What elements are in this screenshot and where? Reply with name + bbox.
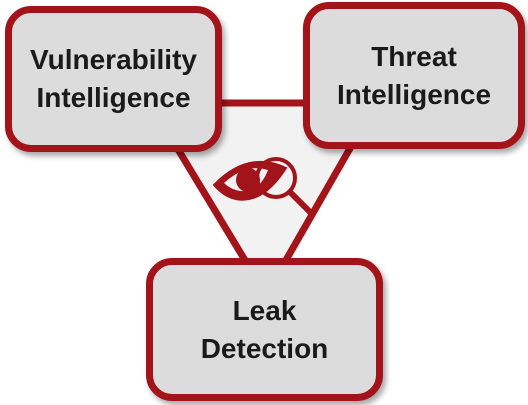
- threat-intelligence-node: Threat Intelligence: [303, 2, 525, 149]
- threat-intelligence-label: Threat Intelligence: [336, 40, 492, 110]
- eye-magnifier-icon: [212, 157, 315, 217]
- vulnerability-intelligence-node: Vulnerability Intelligence: [5, 6, 222, 152]
- vulnerability-intelligence-label: Vulnerability Intelligence: [29, 44, 197, 113]
- leak-detection-node: Leak Detection: [146, 258, 383, 401]
- center-triangle: [143, 99, 383, 302]
- leak-detection-label: Leak Detection: [200, 294, 329, 364]
